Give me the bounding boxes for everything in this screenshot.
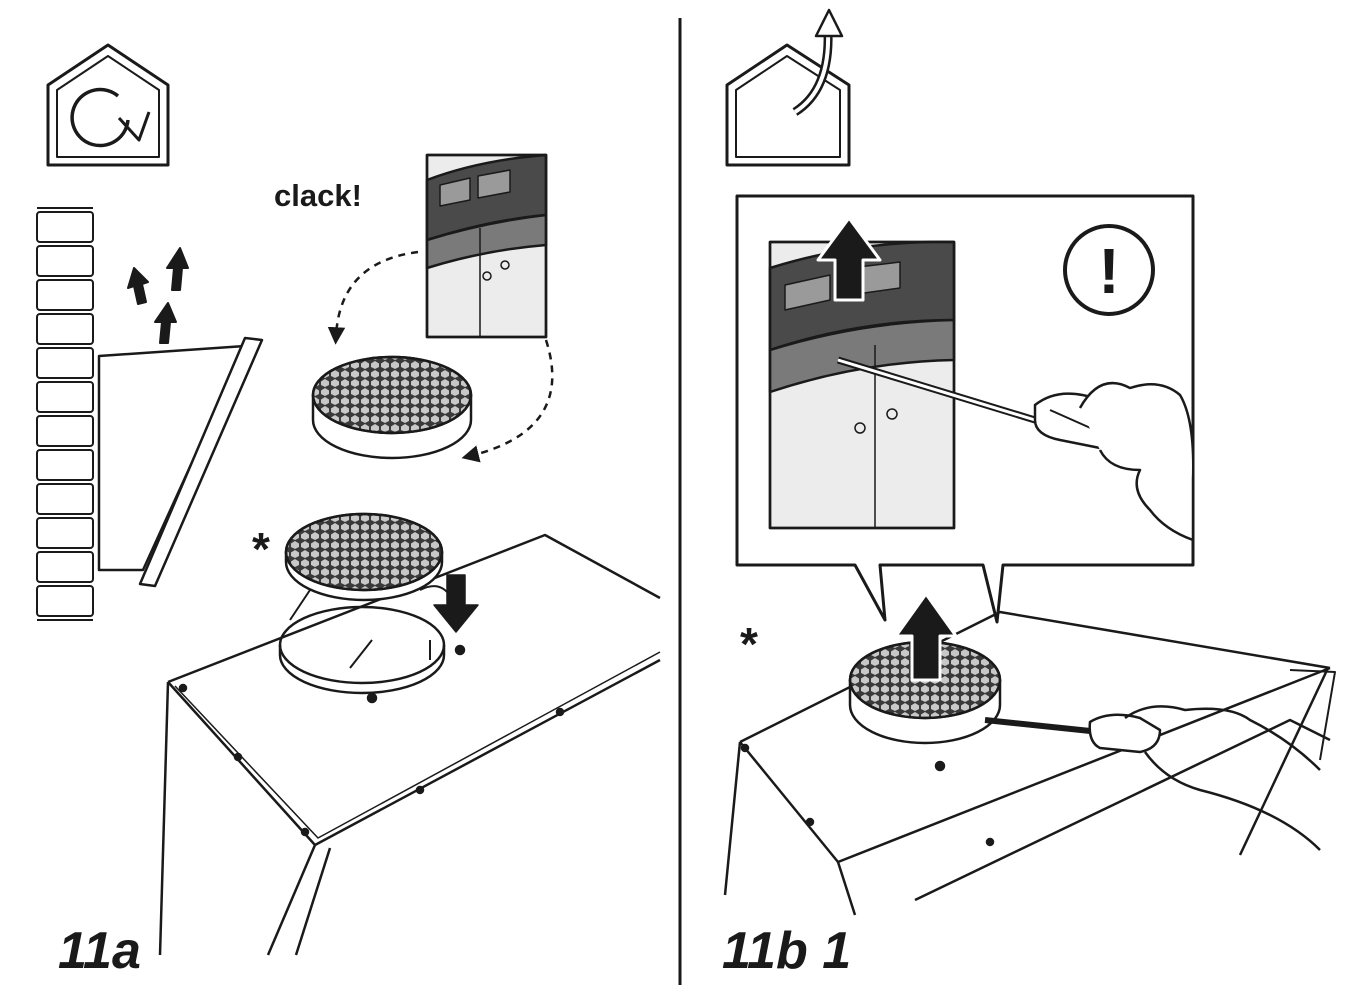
hood-body-b [723, 610, 1336, 916]
panel-11b [723, 8, 1336, 916]
carbon-filter-installing [284, 512, 444, 602]
clack-sound-label: clack! [274, 178, 362, 213]
hood-body [158, 533, 661, 956]
screwdriver [984, 713, 1162, 754]
asterisk-note-a: * [252, 523, 270, 575]
hood-side-panel [97, 336, 264, 588]
clip-detail-inset [425, 153, 548, 339]
lift-up-arrow [894, 592, 958, 682]
step-label-11a: 11a [58, 922, 141, 980]
dashed-arrow-left [327, 250, 419, 345]
dashed-arrow-right [461, 339, 554, 463]
carbon-filter-exploded [311, 355, 473, 460]
warning-circle [1063, 224, 1155, 316]
recirculation-house-icon [46, 43, 170, 167]
asterisk-note-b: * [740, 618, 758, 670]
step-label-11b-1: 11b 1 [722, 922, 851, 980]
air-flow-arrows [127, 247, 189, 344]
panel-11a [36, 43, 661, 956]
hand-inset [1078, 381, 1195, 542]
extraction-house-icon [725, 8, 851, 167]
warning-symbol: ! [1098, 235, 1119, 307]
clip-curve [419, 585, 451, 597]
brick-wall [36, 207, 94, 621]
push-down-arrow [433, 574, 479, 633]
lift-up-arrow-inset [816, 216, 882, 302]
filter-mounting-ring [278, 589, 446, 695]
hand [1124, 705, 1321, 851]
